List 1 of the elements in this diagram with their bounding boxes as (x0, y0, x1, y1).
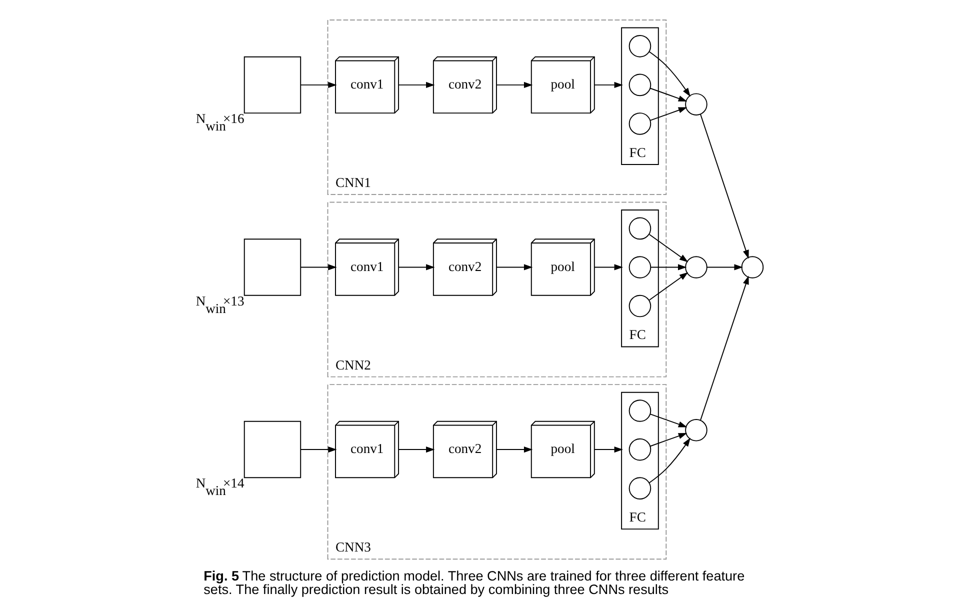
caption: Fig. 5 The structure of prediction model. Three CNNs are trained for three different feature sets. The finally prediction result is obtained by combining three CNNs results (203, 568, 744, 598)
